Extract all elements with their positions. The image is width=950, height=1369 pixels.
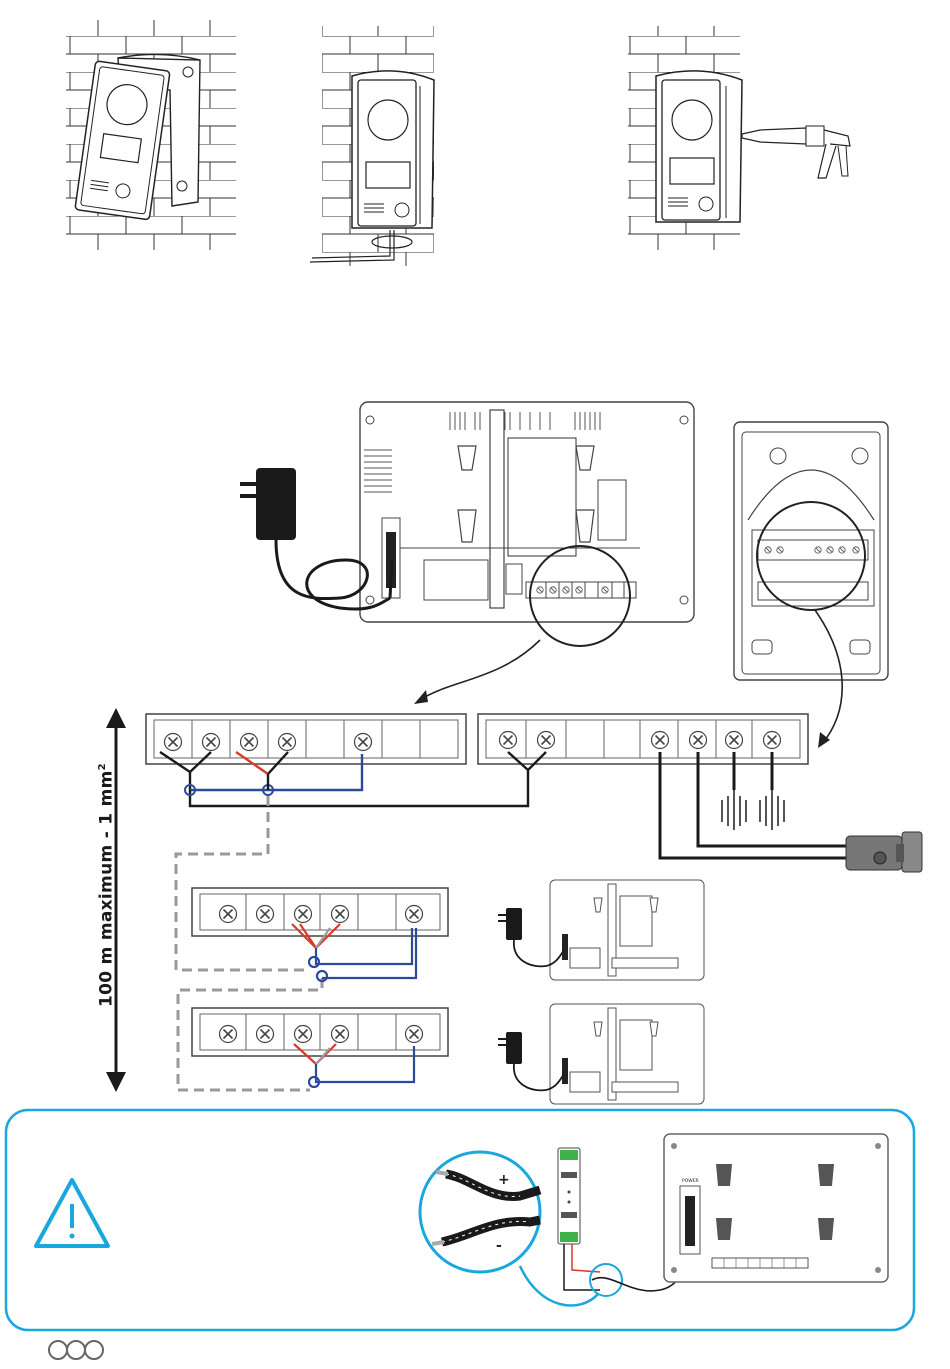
distance-label-superscript: 2	[97, 763, 108, 770]
minus-label: -	[496, 1238, 502, 1254]
mounting-step-2	[310, 26, 434, 266]
outdoor-terminal-strip-zoom	[478, 714, 808, 764]
power-label: POWER	[682, 1178, 699, 1184]
distance-label: 100 m maximum - 1 mm2	[88, 720, 118, 1050]
caulk-gun-icon	[742, 126, 850, 178]
brand-logo-icon	[49, 1341, 103, 1359]
door-lock-icon	[846, 832, 922, 872]
speaker-coil-icon	[722, 790, 784, 830]
warning-panel: + - POWER	[6, 1110, 914, 1330]
mounting-step-3	[628, 26, 850, 250]
monitor-terminal-strip-zoom	[146, 714, 466, 764]
slave-monitor-1-board	[550, 880, 704, 980]
slave-monitor-2-board	[550, 1004, 704, 1104]
plus-label: +	[498, 1172, 510, 1188]
din-rail-psu	[558, 1148, 580, 1244]
main-monitor-board	[360, 402, 694, 646]
slave-monitor-2-terminal-strip	[192, 1008, 448, 1056]
outdoor-unit-back	[734, 422, 888, 680]
bus-wiring	[160, 752, 848, 858]
distance-label-text: 100 m maximum - 1 mm	[97, 770, 117, 1007]
mounting-step-1	[66, 20, 236, 250]
warning-monitor-board: POWER	[664, 1134, 888, 1282]
slave-monitor-1-terminal-strip	[192, 888, 448, 936]
